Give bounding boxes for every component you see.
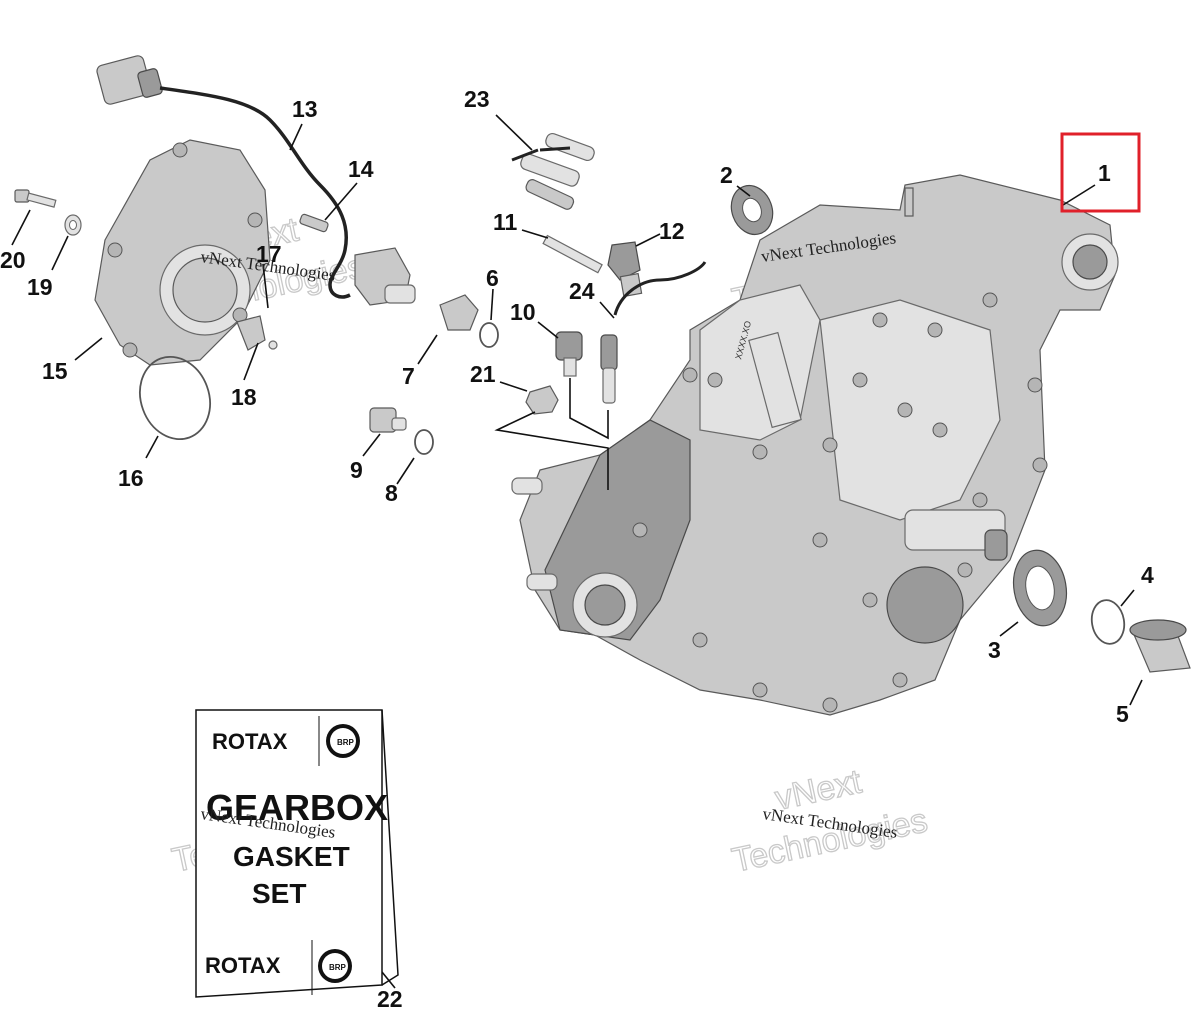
kit-title-line2: GASKET [233,841,350,872]
kit-title-line3: SET [252,878,306,909]
callout-12[interactable]: 12 [659,218,685,244]
callout-3[interactable]: 3 [988,637,1001,663]
callout-9[interactable]: 9 [350,457,363,483]
callout-24[interactable]: 24 [569,278,595,304]
callout-22[interactable]: 22 [377,986,403,1011]
callout-19[interactable]: 19 [27,274,53,300]
callout-6[interactable]: 6 [486,265,499,291]
brp-logo-bottom: BRP [329,963,347,972]
callout-labels: 1 2 3 4 5 6 7 8 9 10 11 12 13 14 15 16 1… [0,86,1154,1011]
callout-11[interactable]: 11 [493,209,518,235]
callout-7[interactable]: 7 [402,363,415,389]
selected-part-highlight [1060,132,1141,213]
speed-sensor [299,213,416,306]
callout-21[interactable]: 21 [470,361,496,387]
callout-18[interactable]: 18 [231,384,257,410]
small-parts [14,132,1191,673]
callout-15[interactable]: 15 [42,358,68,384]
callout-20[interactable]: 20 [0,247,26,273]
kit-brand-bottom: ROTAX [205,953,281,978]
gasket-kit-card: ROTAX BRP GEARBOX GASKET SET ROTAX BRP [195,709,399,998]
callout-14[interactable]: 14 [348,156,374,182]
callout-5[interactable]: 5 [1116,701,1129,727]
gearbox-housing: XXXX.XO [511,174,1119,716]
callout-13[interactable]: 13 [292,96,318,122]
callout-23[interactable]: 23 [464,86,490,112]
callout-1[interactable]: 1 [1098,160,1111,186]
callout-10[interactable]: 10 [510,299,536,325]
kit-brand-top: ROTAX [212,729,288,754]
kit-title-line1: GEARBOX [206,787,388,828]
callout-8[interactable]: 8 [385,480,398,506]
callout-4[interactable]: 4 [1141,562,1154,588]
side-cover [94,139,271,366]
brp-logo-top: BRP [337,738,355,747]
callout-16[interactable]: 16 [118,465,144,491]
leader-lines [11,114,1143,989]
callout-17[interactable]: 17 [256,241,282,267]
pressure-sensors [511,132,595,210]
callout-2[interactable]: 2 [720,162,733,188]
wiring-harness [96,55,351,299]
